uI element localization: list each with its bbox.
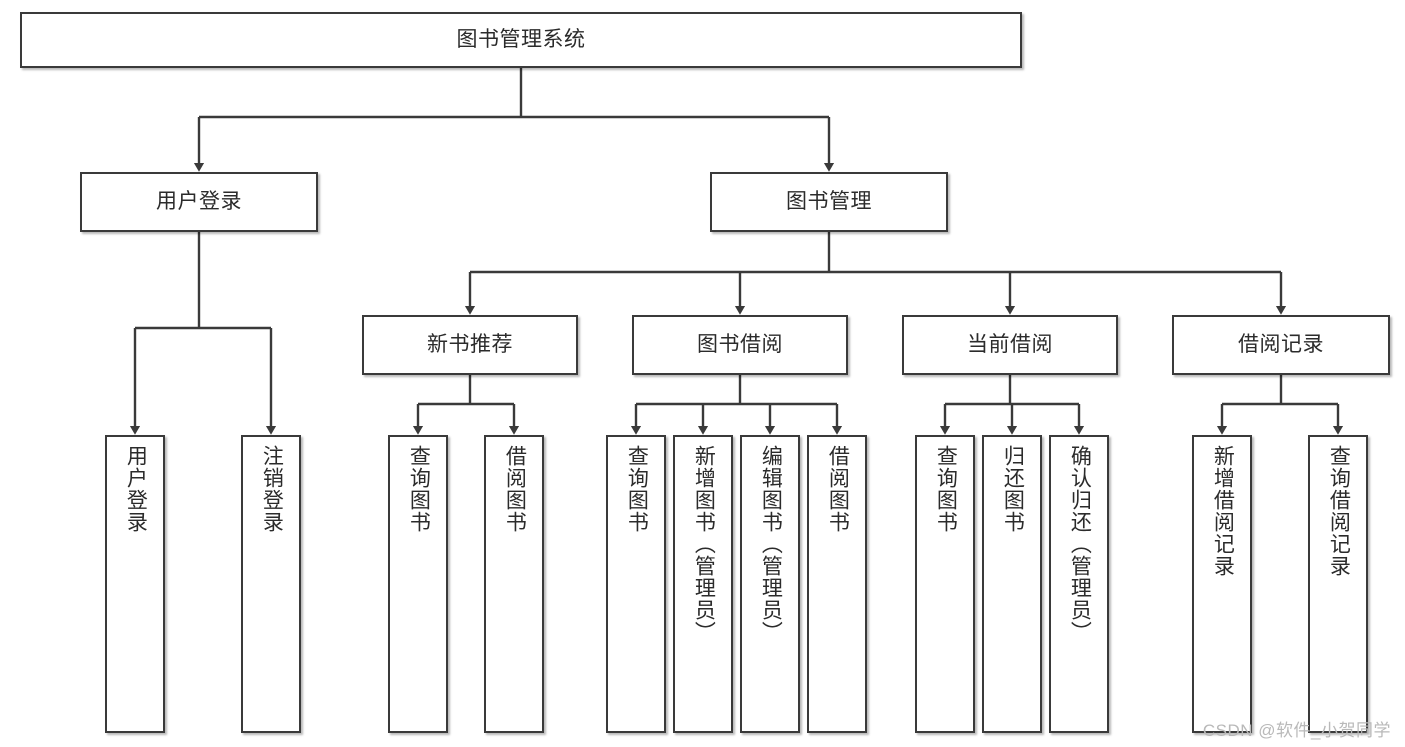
node-leaf-user-logout[interactable]: 注销登录 — [241, 435, 301, 733]
node-leaf-add-book-label: 新增图书（管理员） — [692, 445, 716, 643]
node-leaf-add-book[interactable]: 新增图书（管理员） — [673, 435, 733, 733]
node-leaf-query-book-2-label: 查询图书 — [625, 445, 649, 533]
node-leaf-confirm-return-label: 确认归还（管理员） — [1068, 445, 1092, 643]
node-leaf-query-record[interactable]: 查询借阅记录 — [1308, 435, 1368, 733]
node-leaf-query-book-3[interactable]: 查询图书 — [915, 435, 975, 733]
node-book-borrow[interactable]: 图书借阅 — [632, 315, 848, 375]
node-book-manage[interactable]: 图书管理 — [710, 172, 948, 232]
node-leaf-confirm-return[interactable]: 确认归还（管理员） — [1049, 435, 1109, 733]
node-leaf-borrow-book-1[interactable]: 借阅图书 — [484, 435, 544, 733]
node-leaf-user-login[interactable]: 用户登录 — [105, 435, 165, 733]
node-current-borrow[interactable]: 当前借阅 — [902, 315, 1118, 375]
node-leaf-add-record-label: 新增借阅记录 — [1211, 445, 1235, 577]
node-new-book-rec-label: 新书推荐 — [427, 332, 513, 356]
node-book-borrow-label: 图书借阅 — [697, 332, 783, 356]
node-leaf-borrow-book-2-label: 借阅图书 — [826, 445, 850, 533]
node-root[interactable]: 图书管理系统 — [20, 12, 1022, 68]
node-leaf-return-book[interactable]: 归还图书 — [982, 435, 1042, 733]
node-leaf-return-book-label: 归还图书 — [1001, 445, 1025, 533]
node-user-login[interactable]: 用户登录 — [80, 172, 318, 232]
node-leaf-user-login-label: 用户登录 — [124, 445, 148, 533]
node-leaf-add-record[interactable]: 新增借阅记录 — [1192, 435, 1252, 733]
node-leaf-query-book-1[interactable]: 查询图书 — [388, 435, 448, 733]
node-root-label: 图书管理系统 — [456, 27, 586, 51]
node-leaf-query-book-3-label: 查询图书 — [934, 445, 958, 533]
node-current-borrow-label: 当前借阅 — [967, 332, 1053, 356]
node-leaf-borrow-book-2[interactable]: 借阅图书 — [807, 435, 867, 733]
node-book-manage-label: 图书管理 — [786, 189, 872, 213]
node-borrow-record[interactable]: 借阅记录 — [1172, 315, 1390, 375]
node-borrow-record-label: 借阅记录 — [1238, 332, 1324, 356]
node-leaf-user-logout-label: 注销登录 — [260, 445, 284, 533]
node-leaf-query-record-label: 查询借阅记录 — [1327, 445, 1351, 577]
node-leaf-query-book-2[interactable]: 查询图书 — [606, 435, 666, 733]
csdn-watermark: CSDN @软件_小贺同学 — [1202, 721, 1391, 740]
node-leaf-query-book-1-label: 查询图书 — [407, 445, 431, 533]
node-user-login-label: 用户登录 — [156, 189, 242, 213]
node-leaf-edit-book[interactable]: 编辑图书（管理员） — [740, 435, 800, 733]
node-leaf-borrow-book-1-label: 借阅图书 — [503, 445, 527, 533]
node-leaf-edit-book-label: 编辑图书（管理员） — [759, 445, 783, 643]
node-new-book-rec[interactable]: 新书推荐 — [362, 315, 578, 375]
